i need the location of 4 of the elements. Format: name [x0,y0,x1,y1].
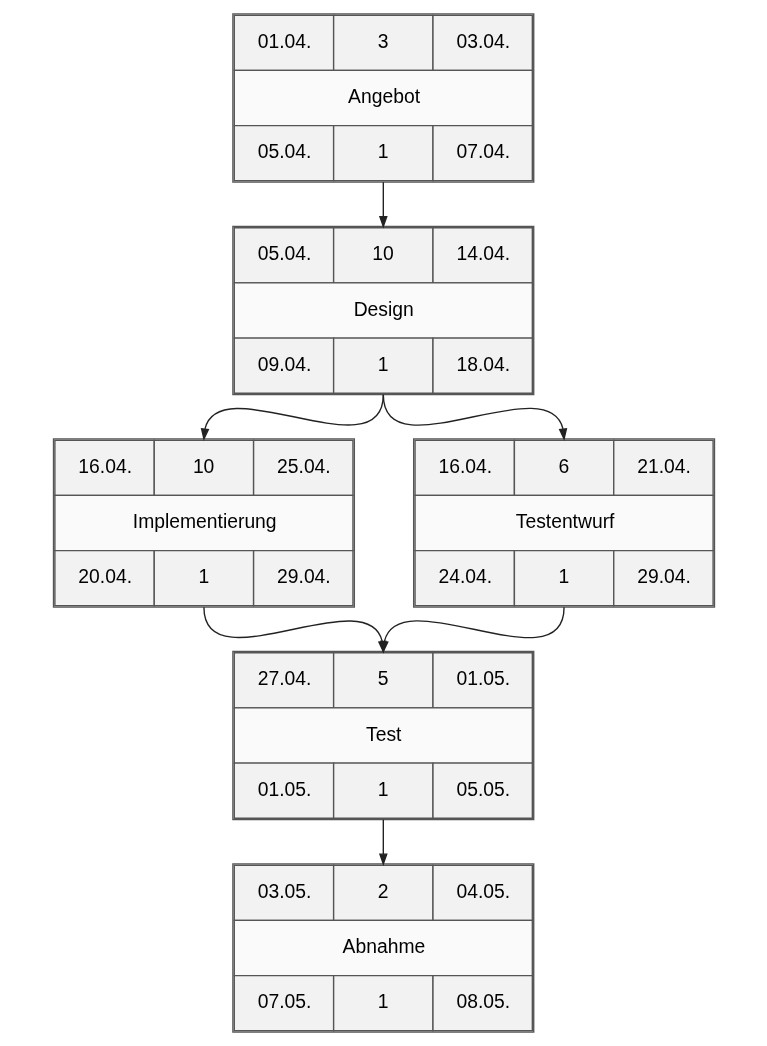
arrow [200,394,384,441]
arrow [378,818,388,866]
arrow [378,181,388,229]
arrow [382,394,567,441]
